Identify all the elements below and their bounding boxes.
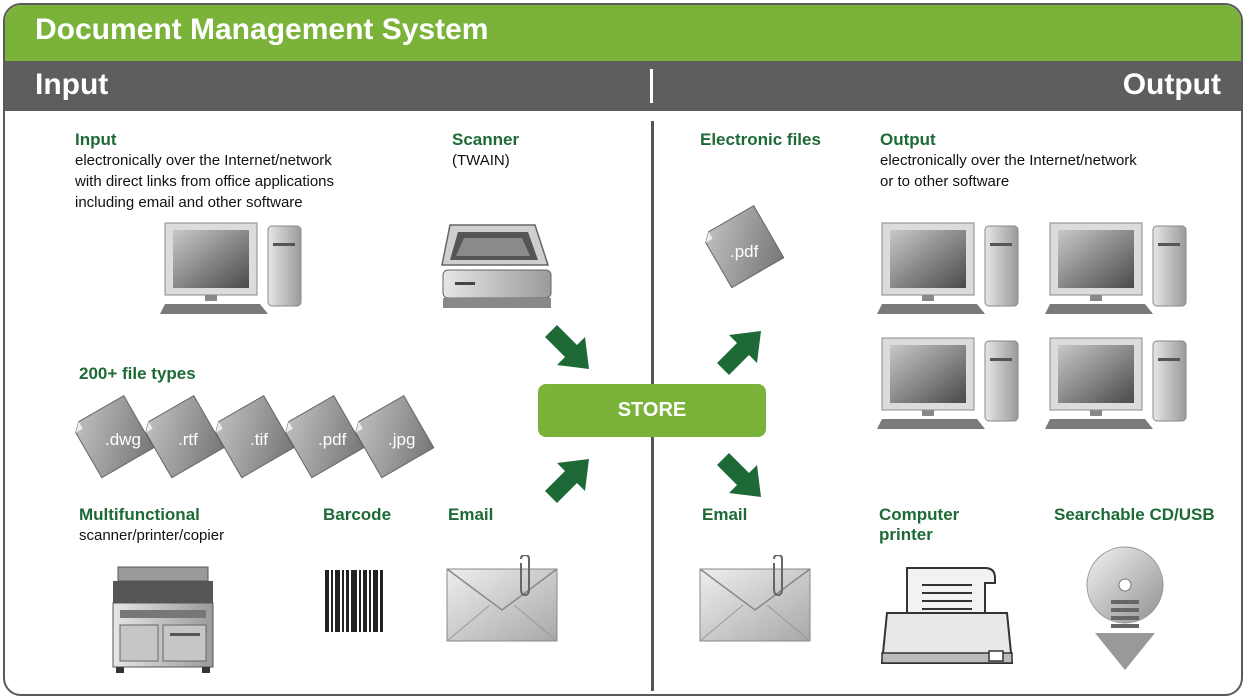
output-email-icon <box>699 555 811 642</box>
input-network-line: electronically over the Internet/network <box>75 152 332 169</box>
multifunctional-sub: scanner/printer/copier <box>79 527 225 544</box>
multifunctional-device-icon <box>112 566 214 673</box>
printer-icon <box>880 567 1014 664</box>
printer-heading-line: printer <box>879 525 933 544</box>
computer-icon <box>877 222 1019 314</box>
input-network-description: electronically over the Internet/network… <box>75 150 334 213</box>
file-type-label: .rtf <box>178 430 198 449</box>
output-section-title: Output <box>1122 68 1221 101</box>
input-email-heading: Email <box>448 505 494 524</box>
computer-icon <box>1045 222 1187 314</box>
multifunctional-heading: Multifunctional <box>79 505 200 524</box>
arrow-down-right-icon <box>545 325 589 369</box>
header-separator <box>650 69 653 103</box>
electronic-files-heading: Electronic files <box>700 130 821 149</box>
input-email-icon <box>446 555 558 642</box>
file-icon-rtf <box>145 395 225 479</box>
diagram-title: Document Management System <box>35 13 489 46</box>
output-email-heading: Email <box>702 505 748 524</box>
cd-usb-heading: Searchable CD/USB <box>1054 505 1215 524</box>
scanner-icon <box>441 224 552 308</box>
input-section-title: Input <box>35 68 109 101</box>
file-type-label: .dwg <box>105 430 141 449</box>
cd-usb-icon <box>1086 546 1164 670</box>
output-network-line: or to other software <box>880 173 1010 190</box>
printer-heading-line: Computer <box>879 505 960 524</box>
arrow-down-right-icon <box>717 453 761 497</box>
input-network-line: including email and other software <box>75 194 303 211</box>
title-bar: Document Management System <box>5 5 1241 61</box>
barcode-heading: Barcode <box>323 505 392 524</box>
printer-heading: Computer printer <box>879 505 959 545</box>
section-header-bar: Input Output <box>5 61 1241 111</box>
pdf-file-label: .pdf <box>730 242 759 261</box>
file-types-heading: 200+ file types <box>79 364 196 383</box>
input-network-line: with direct links from office applicatio… <box>75 173 334 190</box>
store-box: STORE <box>538 384 766 437</box>
file-icon-tif <box>215 395 295 479</box>
barcode-icon <box>325 570 383 632</box>
input-network-heading: Input <box>75 130 117 149</box>
scanner-heading: Scanner <box>452 130 520 149</box>
file-type-label: .tif <box>250 430 268 449</box>
diagram-frame: Document Management System Input Output … <box>3 3 1243 696</box>
computer-icon <box>1045 337 1187 429</box>
arrow-up-right-icon <box>717 331 761 375</box>
file-type-label: .pdf <box>318 430 347 449</box>
computer-icon <box>160 222 302 314</box>
arrow-up-right-icon <box>545 459 589 503</box>
output-network-description: electronically over the Internet/network… <box>880 150 1137 192</box>
file-icon-dwg <box>75 395 155 479</box>
computer-icon <box>877 337 1019 429</box>
pdf-file-icon: .pdf <box>705 205 785 289</box>
file-type-icons: .dwg .rtf .tif .pdf .jpg <box>75 395 435 479</box>
file-icon-jpg <box>355 395 435 479</box>
file-type-label: .jpg <box>388 430 415 449</box>
output-network-heading: Output <box>880 130 936 149</box>
store-label: STORE <box>617 399 687 421</box>
output-network-line: electronically over the Internet/network <box>880 152 1137 169</box>
file-icon-pdf <box>285 395 365 479</box>
scanner-sub: (TWAIN) <box>452 152 510 169</box>
